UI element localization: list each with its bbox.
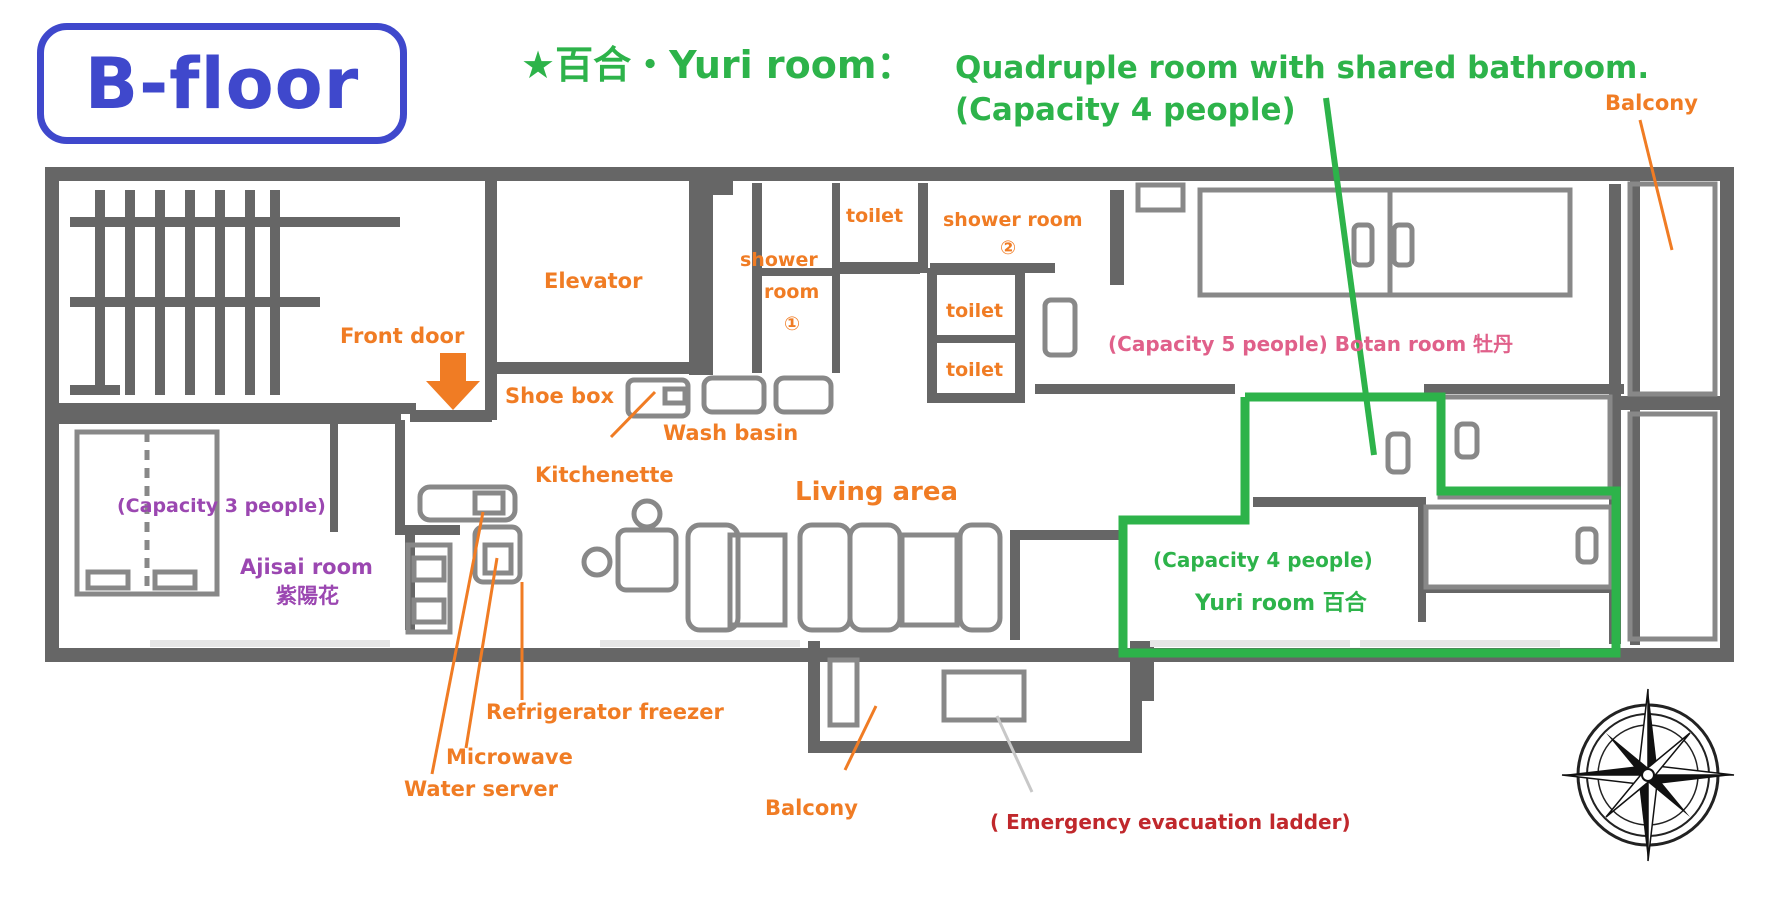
shoe-box-label: Shoe box <box>505 384 615 408</box>
balcony-top-label: Balcony <box>1605 91 1698 115</box>
windows <box>150 640 1560 647</box>
ajisai-capacity-label: (Capacity 3 people) <box>117 495 326 517</box>
living-area-label: Living area <box>795 477 958 507</box>
botan-room-label: (Capacity 5 people) Botan room 牡丹 <box>1108 332 1513 356</box>
compass-rose-icon <box>1561 688 1735 862</box>
toilet-label-2: toilet <box>946 300 1003 322</box>
yuri-title: ★百合・Yuri room： <box>521 43 914 87</box>
interior-walls <box>46 175 1720 753</box>
stairs <box>70 190 400 395</box>
yuri-capacity-label: (Capacity 4 people) <box>1153 548 1373 572</box>
shower-room-2-label-a: shower room <box>943 209 1083 231</box>
shower-room-2-label-b: ② <box>1000 237 1016 259</box>
toilet-label-3: toilet <box>946 359 1003 381</box>
wash-basin-label: Wash basin <box>663 421 798 445</box>
ajisai-kanji-label: 紫陽花 <box>276 584 339 608</box>
yuri-room-outline <box>1118 392 1621 658</box>
emergency-ladder-label: ( Emergency evacuation ladder) <box>990 810 1351 834</box>
shower-room-1-label-c: ① <box>784 313 800 335</box>
yuri-pointer-line <box>1323 97 1377 456</box>
shower-room-1-label-b: room <box>764 281 819 303</box>
front-door-label: Front door <box>340 324 465 348</box>
water-server-label: Water server <box>404 777 559 801</box>
shower-room-1-label-a: shower <box>740 249 818 271</box>
front-door-arrow-icon <box>426 353 480 410</box>
yuri-description: Quadruple room with shared bathroom. <box>955 50 1649 86</box>
kitchenette-label: Kitchenette <box>535 463 674 487</box>
ajisai-name-label: Ajisai room <box>240 555 373 579</box>
toilet-label-1: toilet <box>846 205 903 227</box>
floor-badge: B-floor <box>37 23 407 144</box>
ladder-leader-line <box>995 715 1034 793</box>
leader-lines <box>430 119 1674 775</box>
furniture <box>74 181 1718 728</box>
elevator-label: Elevator <box>544 269 643 293</box>
microwave-label: Microwave <box>446 745 573 769</box>
yuri-header-capacity: (Capacity 4 people) <box>955 92 1296 128</box>
refrigerator-label: Refrigerator freezer <box>486 700 724 724</box>
yuri-name-label: Yuri room 百合 <box>1194 590 1368 616</box>
balcony-bottom-label: Balcony <box>765 796 858 820</box>
floor-label: B-floor <box>84 42 360 125</box>
